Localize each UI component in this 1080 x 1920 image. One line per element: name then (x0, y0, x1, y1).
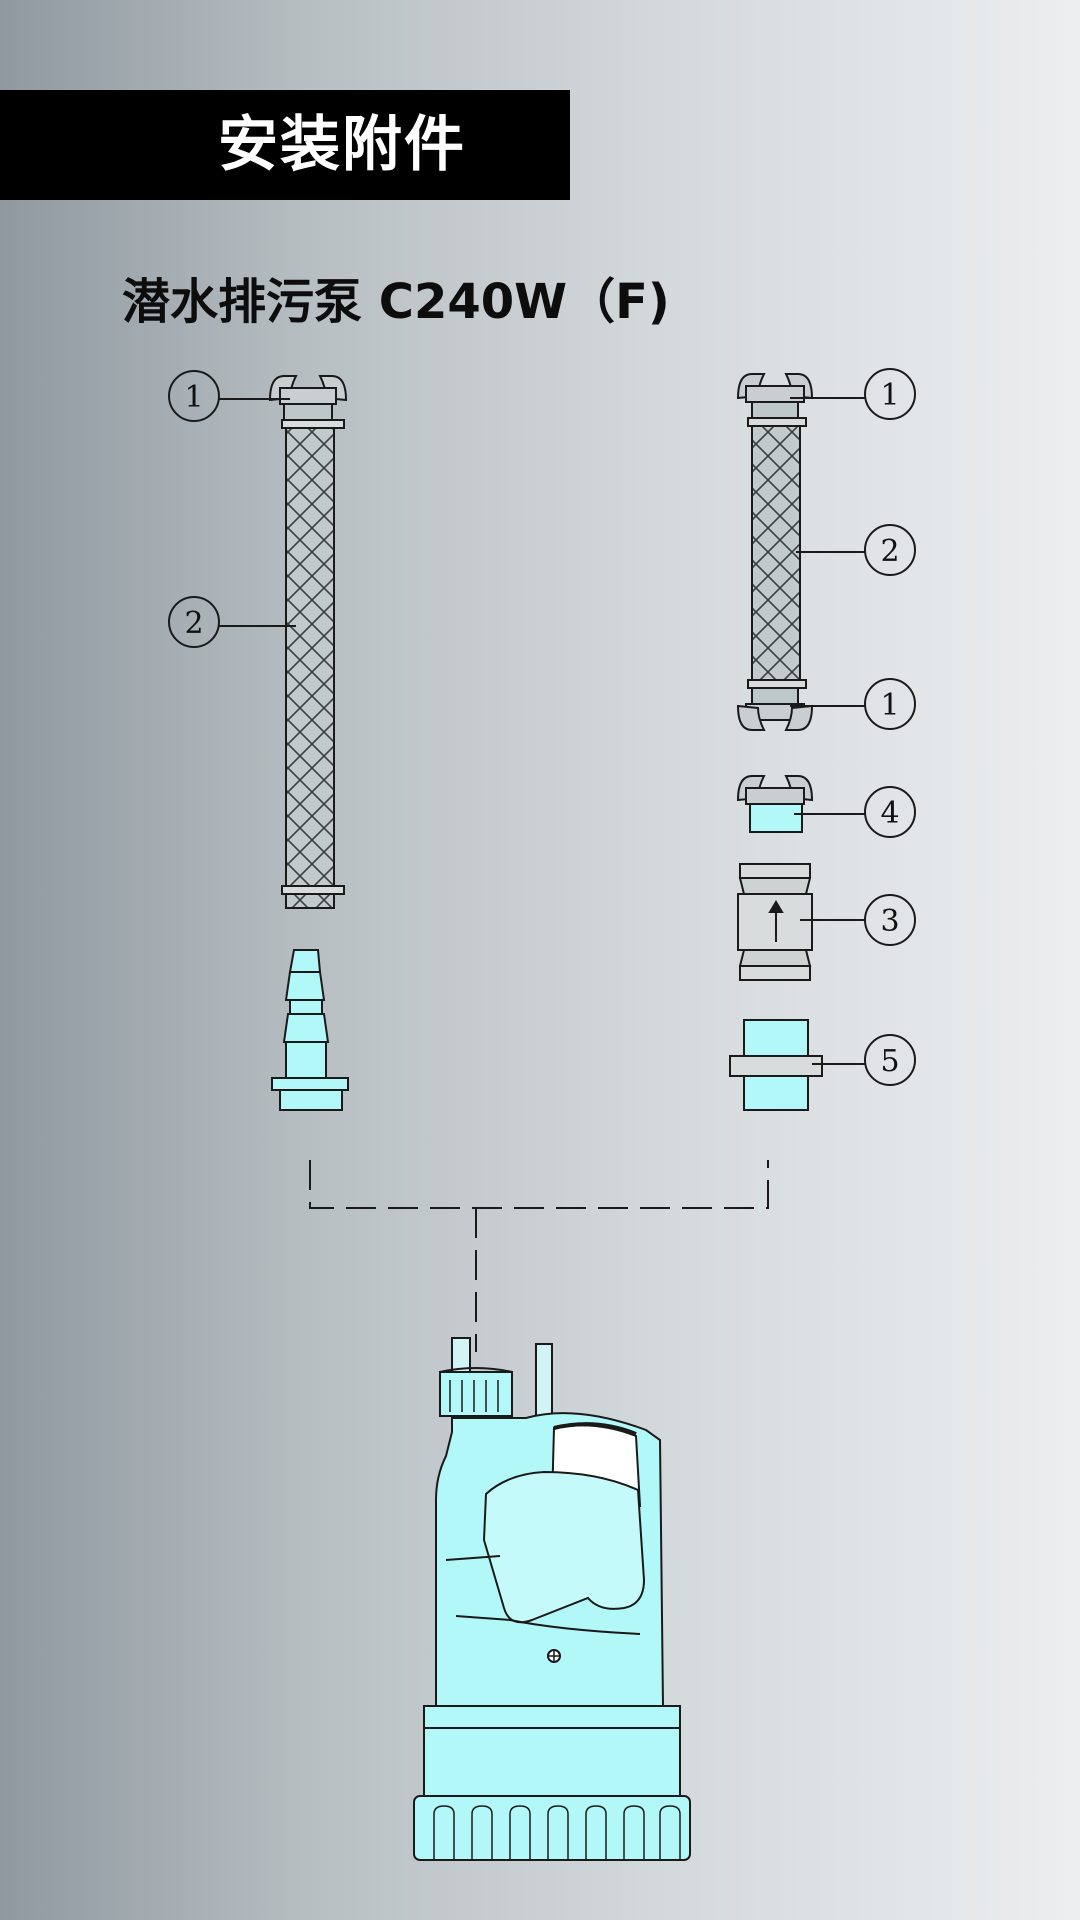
callout-right-4: 4 (794, 786, 916, 838)
callout-right-2: 2 (796, 524, 916, 576)
left-hose-bottom-clamp (281, 885, 345, 895)
right-hose (751, 425, 801, 681)
hose-barb-fitting (271, 949, 349, 1111)
check-valve (737, 863, 813, 981)
callout-label: 1 (880, 688, 899, 723)
header-bar (0, 90, 570, 200)
right-hose-bottom-clamp (747, 679, 807, 689)
callout-label: 1 (184, 380, 203, 415)
left-hose-end (285, 893, 335, 909)
callout-right-3: 3 (800, 894, 916, 946)
callout-right-1-bottom: 1 (790, 678, 916, 730)
callout-label: 2 (184, 606, 203, 641)
product-title: 潜水排污泵 C240W（F) (122, 274, 670, 330)
left-hose (285, 427, 335, 887)
left-hose-top-clamp (281, 419, 345, 429)
submersible-pump (413, 1337, 691, 1861)
right-bottom-claw-coupling (736, 687, 814, 731)
hex-nipple (729, 1019, 823, 1111)
right-hose-top-clamp (747, 417, 807, 427)
claw-to-thread-adapter (736, 775, 814, 833)
callout-left-2: 2 (168, 596, 296, 648)
right-top-claw-coupling (736, 373, 814, 419)
callout-label: 1 (880, 378, 899, 413)
dashed-connector (309, 1160, 769, 1352)
callout-right-5: 5 (812, 1034, 916, 1086)
callout-right-1-top: 1 (790, 368, 916, 420)
page-title: 安装附件 (218, 110, 466, 180)
callout-label: 4 (880, 796, 899, 831)
callout-label: 3 (880, 904, 899, 939)
callout-left-1: 1 (168, 370, 290, 422)
callout-label: 5 (880, 1044, 899, 1079)
callout-label: 2 (880, 534, 899, 569)
